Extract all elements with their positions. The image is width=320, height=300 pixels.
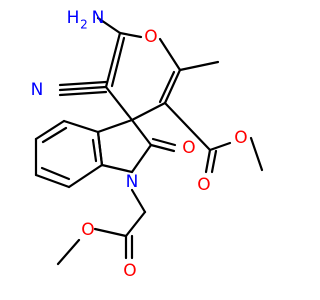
bond (208, 141, 232, 152)
bond (151, 137, 177, 147)
bond (124, 210, 147, 238)
atom-label-pyran-o: O (144, 27, 157, 47)
atom-label-amino-h: H (67, 8, 80, 28)
bond (62, 119, 100, 134)
atom-label-nitrile-n: N (31, 80, 44, 100)
bond (130, 101, 167, 122)
bond (34, 119, 66, 141)
bond (34, 173, 71, 189)
atom-label-amino-n: N (92, 8, 105, 28)
bond (130, 188, 147, 214)
atom-label-ester2-o1: O (81, 220, 94, 240)
bond (158, 37, 182, 72)
bond (58, 90, 108, 97)
bond (93, 227, 128, 238)
atom-label-amino-sub: 2 (80, 18, 88, 32)
atom-label-ester2-o2: O (123, 261, 136, 281)
bond (163, 68, 182, 105)
bond (100, 163, 134, 174)
bond (41, 126, 68, 144)
bond (130, 118, 153, 147)
structure-svg: H 2 N O N O N O O O O (31, 8, 264, 281)
bond (210, 149, 218, 174)
bond (163, 101, 212, 152)
molecule-diagram: H 2 N O N O N O O O O (31, 8, 264, 281)
atom-label-indole-n: N (126, 172, 139, 192)
bond (58, 80, 108, 87)
bond (178, 60, 220, 72)
bond (118, 31, 143, 39)
bond (149, 143, 176, 153)
bond (158, 70, 176, 104)
atom-label-layer: H 2 N O N O N O O O O (31, 8, 248, 281)
bond (67, 163, 104, 189)
atom-label-ester1-o1: O (234, 128, 247, 148)
bond (96, 16, 122, 35)
bond-layer (34, 16, 264, 266)
bond (130, 143, 153, 174)
bond (104, 85, 134, 122)
bond (104, 31, 122, 89)
bond (56, 238, 81, 266)
bond (110, 36, 126, 88)
bond (96, 130, 104, 167)
bond (96, 118, 134, 134)
bond (249, 136, 264, 172)
bond (91, 138, 98, 163)
atom-label-carbonyl-o: O (182, 138, 195, 158)
bond (40, 166, 71, 181)
bond (58, 85, 108, 92)
atom-label-ester1-o2: O (197, 175, 210, 195)
bond (204, 148, 212, 174)
